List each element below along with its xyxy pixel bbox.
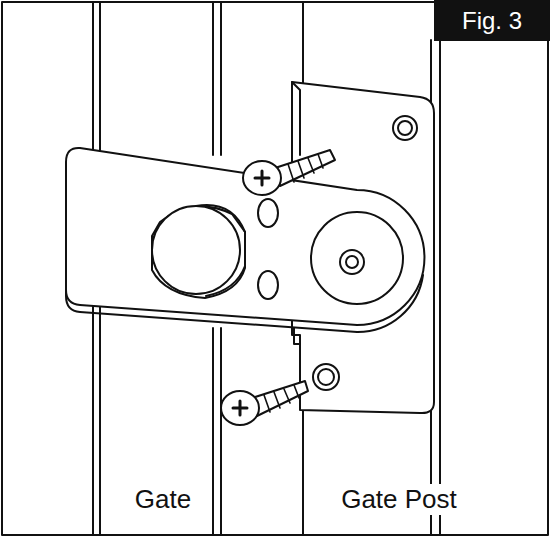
part-label: Gate: [133, 484, 193, 515]
part-label: Gate Post: [339, 484, 459, 515]
figure-badge: Fig. 3: [434, 0, 550, 41]
figure-number: Fig. 3: [462, 7, 522, 35]
